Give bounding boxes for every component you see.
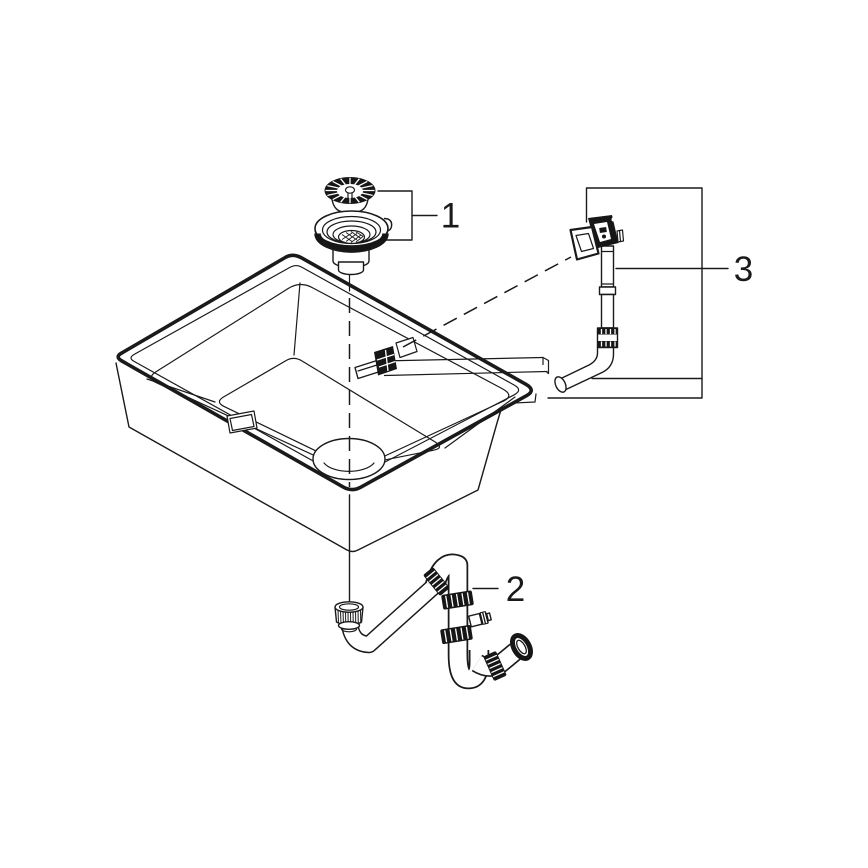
sink-body-outline [115, 362, 504, 553]
basin-corner-seam-back [293, 282, 301, 356]
strainer-seal-ring [314, 233, 389, 253]
overflow-frame [569, 225, 600, 261]
trap-coupling-upper [423, 567, 450, 596]
overflow-assembly [547, 187, 703, 399]
trap-outlet-ring [483, 651, 507, 681]
callout-3-bracket [547, 187, 703, 399]
callout-3: 3 [615, 250, 753, 289]
callout-1: 1 [377, 190, 460, 241]
basin-corner-seam-right [444, 396, 516, 449]
trap-ring-1 [441, 590, 474, 610]
overflow-clip-plate [374, 346, 397, 376]
rim-overflow-ledge [380, 356, 550, 377]
trap-assembly: 2 [334, 553, 534, 690]
callout-2-label: 2 [506, 570, 525, 609]
sink-basin [115, 253, 550, 553]
basin-corner-seam-left [146, 378, 216, 403]
overflow-tube [554, 245, 619, 393]
overflow-assembly-axis [402, 256, 572, 348]
strainer-cap [324, 177, 376, 204]
callout-1-label: 1 [441, 197, 460, 236]
strainer-mesh [337, 229, 366, 245]
trap-inlet-nut [334, 601, 364, 633]
basin-overflow-slot [226, 410, 258, 434]
trap-side-stub [467, 611, 492, 628]
overflow-housing-stub [616, 229, 625, 243]
trap-ring-2 [440, 624, 473, 645]
trap-outlet-end [509, 633, 534, 661]
callout-3-label: 3 [734, 250, 753, 289]
overflow-clip [354, 336, 418, 380]
sink-rim-outer [116, 253, 534, 492]
strainer-assembly [314, 177, 393, 276]
strainer-body [314, 210, 393, 253]
